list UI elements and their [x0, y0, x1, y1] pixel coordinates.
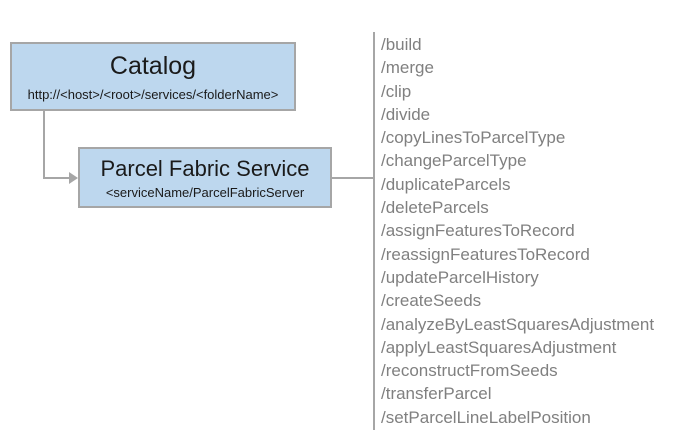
operation-item[interactable]: /assignFeaturesToRecord	[381, 221, 575, 241]
operations-list: /build/merge/clip/divide/copyLinesToParc…	[381, 33, 681, 429]
operation-item[interactable]: /updateParcelHistory	[381, 267, 539, 287]
operation-item[interactable]: /transferParcel	[381, 384, 492, 404]
operations-divider	[373, 32, 375, 430]
operation-item[interactable]: /createSeeds	[381, 291, 482, 311]
service-to-operations-connector	[332, 177, 374, 179]
arrowhead-icon	[69, 172, 78, 184]
operation-item[interactable]: /analyzeByLeastSquaresAdjustment	[381, 314, 655, 334]
catalog-to-service-connector-vertical	[43, 110, 45, 179]
operation-item[interactable]: /clip	[381, 81, 412, 101]
operation-item[interactable]: /merge	[381, 58, 434, 78]
operation-item[interactable]: /setParcelLineLabelPosition	[381, 407, 591, 427]
catalog-node-url: http://<host>/<root>/services/<folderNam…	[27, 87, 279, 103]
parcel-fabric-service-node: Parcel Fabric Service <serviceName/Parce…	[78, 147, 332, 208]
operation-item[interactable]: /build	[381, 35, 422, 54]
operation-item[interactable]: /reassignFeaturesToRecord	[381, 244, 590, 264]
parcel-fabric-service-node-title: Parcel Fabric Service	[100, 155, 310, 181]
parcel-fabric-service-node-url: <serviceName/ParcelFabricServer	[105, 184, 305, 200]
operation-item[interactable]: /divide	[381, 104, 431, 124]
operation-item[interactable]: /duplicateParcels	[381, 174, 511, 194]
catalog-node-title: Catalog	[109, 52, 197, 81]
operation-item[interactable]: /changeParcelType	[381, 151, 527, 171]
operation-item[interactable]: /copyLinesToParcelType	[381, 128, 566, 148]
catalog-node: Catalog http://<host>/<root>/services/<f…	[10, 42, 296, 111]
operation-item[interactable]: /reconstructFromSeeds	[381, 361, 558, 381]
operation-item[interactable]: /deleteParcels	[381, 198, 489, 218]
catalog-to-service-connector-horizontal	[43, 177, 71, 179]
operation-item[interactable]: /applyLeastSquaresAdjustment	[381, 337, 617, 357]
